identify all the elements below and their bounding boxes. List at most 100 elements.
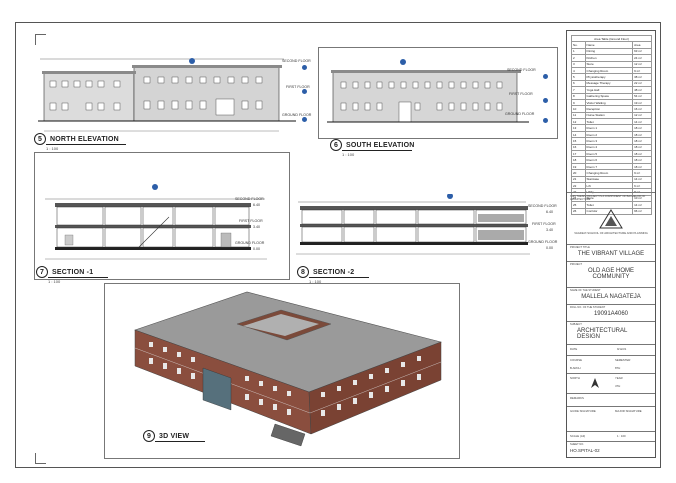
view-scale: 1 : 100 [342, 152, 355, 157]
view-number: 9 [143, 430, 155, 442]
date-label: DATE [570, 347, 578, 351]
schedule-cell: 14 m² [632, 118, 652, 126]
level-second-floor-south: SECOND FLOOR [507, 68, 536, 72]
level-value-second: 6.40 [546, 210, 553, 214]
schedule-cell: 48 m² [632, 86, 652, 94]
remarks-label: REMARKS [570, 396, 584, 400]
north-label: NORTH [570, 376, 580, 380]
institute-logo-icon [599, 209, 623, 229]
level-value-ground: 0.00 [253, 247, 260, 251]
semester-label: SEMESTER [615, 358, 631, 362]
crop-mark-bottom-left [35, 453, 46, 464]
roll-number: 19091A4060 [593, 311, 629, 317]
year-value: 4TH [615, 384, 621, 388]
schedule-cell: 9 m² [632, 66, 652, 75]
schedule-cell: 96 m² [632, 207, 652, 215]
schedule-cell: 12 m² [632, 60, 652, 68]
institute-name: VAGDEVI SCHOOL OF ARCHITECTURE AND PLANN… [574, 231, 648, 235]
south-elevation-title: 6 SOUTH ELEVATION [330, 139, 414, 151]
south-elevation-viewport[interactable]: SECOND FLOOR FIRST FLOOR GROUND FLOOR [318, 47, 558, 139]
crop-mark-top-left [35, 34, 46, 45]
sheet-label: SHEET NO. [570, 443, 584, 446]
topic-label: PROJECT [570, 263, 583, 266]
schedule-cell: 12 m² [632, 111, 652, 120]
project-topic: OLD AGE HOME COMMUNITY [587, 268, 634, 280]
title-block: Area Table (Ground Floor) No. Name Area … [566, 30, 656, 458]
scale-value: 1 : 100 [617, 434, 626, 438]
level-value-ground: 0.00 [546, 246, 553, 250]
3d-view-title: 9 3D VIEW [143, 430, 189, 442]
level-first-floor-south: FIRST FLOOR [509, 92, 533, 96]
view-number: 5 [34, 133, 46, 145]
level-second-floor-north: SECOND FLOOR [282, 59, 311, 63]
level-ground-floor-sec2: GROUND FLOOR [528, 240, 558, 244]
level-value-second: 6.40 [253, 203, 260, 207]
course-label: COURSE [570, 358, 582, 362]
view-scale: 1 : 100 [46, 146, 59, 151]
sheet-number: HO.SPITAL-02 [570, 448, 600, 453]
view-title: SECTION -1 [52, 268, 94, 276]
drawing-sheet-border [15, 22, 661, 468]
north-elevation-viewport[interactable]: SECOND FLOOR FIRST FLOOR GROUND FLOOR [34, 45, 320, 137]
student-label: NAME OF THE STUDENT [570, 289, 601, 292]
north-elevation-drawing [38, 58, 296, 132]
guide-signature-label: GUIDE SIGNATURE [570, 409, 596, 413]
subject-name: ARCHITECTURAL DESIGN [577, 328, 628, 340]
section-1-drawing [45, 184, 267, 260]
subject-label: SUBJECT [570, 323, 582, 326]
section-2-title: 8 SECTION -2 [297, 266, 354, 278]
view-title: SECTION -2 [313, 268, 355, 276]
year-label: YEAR [615, 376, 623, 380]
level-second-floor-sec1: SECOND FLOOR [235, 197, 264, 201]
view-title: NORTH ELEVATION [50, 135, 119, 143]
schedule-cell: 54 m² [632, 92, 652, 100]
3d-building-drawing [134, 291, 442, 447]
view-scale: 1 : 100 [48, 279, 61, 284]
schedule-cell: 16 m² [632, 105, 652, 113]
scale-label: SCALE (A3) [570, 434, 586, 438]
section-2-drawing [296, 193, 530, 255]
level-value-first: 3.40 [253, 225, 260, 229]
schedule-cell: 26 [571, 207, 586, 215]
major-signature-label: MAJOR SIGNATURE [615, 409, 642, 413]
level-ground-floor-south: GROUND FLOOR [505, 112, 535, 116]
area-schedule-table: Area Table (Ground Floor) No. Name Area … [571, 34, 652, 215]
schedule-cell: 19 m² [632, 98, 652, 107]
section-1-title: 7 SECTION -1 [36, 266, 93, 278]
3d-view-viewport[interactable] [104, 283, 460, 459]
level-value-first: 3.40 [546, 228, 553, 232]
level-first-floor-sec1: FIRST FLOOR [239, 219, 263, 223]
level-ground-floor-north: GROUND FLOOR [282, 113, 312, 117]
project-name: THE VIBRANT VILLAGE [577, 251, 645, 257]
view-title: 3D VIEW [159, 432, 190, 440]
thesis-note: THIS THESIS PROJECT IS A COMPONENT OF BA… [570, 195, 646, 201]
project-label: PROJECT TITLE [570, 246, 590, 249]
student-name: MALLELA NAGATEJA [581, 294, 641, 300]
course-value: B.ARCH [570, 366, 581, 370]
schedule-cell: 38 m² [632, 73, 652, 81]
roll-label: ROLL NO. OF THE STUDENT [570, 306, 606, 309]
section-1-viewport[interactable]: SECOND FLOOR 6.40 FIRST FLOOR 3.40 GROUN… [34, 152, 290, 280]
view-number: 8 [297, 266, 309, 278]
level-ground-floor-sec1: GROUND FLOOR [235, 241, 265, 245]
south-elevation-drawing [327, 59, 529, 123]
view-number: 6 [330, 139, 342, 151]
level-first-floor-sec2: FIRST FLOOR [532, 222, 556, 226]
level-first-floor-north: FIRST FLOOR [286, 85, 310, 89]
level-second-floor-sec2: SECOND FLOOR [528, 204, 557, 208]
north-arrow-icon [591, 375, 599, 393]
date-value: 9/12/21 [617, 347, 627, 351]
semester-value: 8TH [615, 366, 621, 370]
view-scale: 1 : 100 [309, 279, 322, 284]
section-2-viewport[interactable]: SECOND FLOOR 6.40 FIRST FLOOR 3.40 GROUN… [290, 193, 564, 280]
